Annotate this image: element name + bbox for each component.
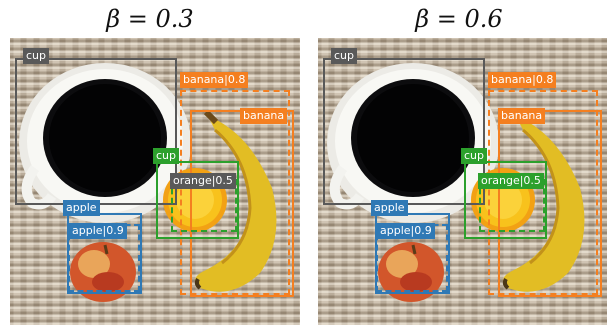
detection-panel-right: cup banana|0.8 banana cup orange|0.5 app… — [318, 38, 607, 325]
banana-bounding-box — [498, 110, 602, 297]
cup-mid-bounding-box — [156, 161, 239, 239]
cup-mid-label: cup — [461, 148, 488, 164]
orange-score-label: orange|0.5 — [478, 173, 544, 189]
detection-panel-left: cup banana|0.8 banana cup orange|0.5 app… — [10, 38, 300, 325]
photo-scene — [318, 38, 607, 325]
apple-score-label: apple|0.9 — [377, 223, 435, 239]
apple-label: apple — [371, 200, 408, 216]
cup-mid-label: cup — [153, 148, 180, 164]
banana-dashed-box — [180, 90, 290, 295]
cup-label: cup — [331, 48, 358, 64]
apple-illustration — [70, 242, 136, 302]
cup-mid-bounding-box — [464, 161, 547, 239]
banana-illustration — [194, 109, 277, 292]
banana-label: banana — [240, 108, 288, 124]
panel-title-right: β = 0.6 — [415, 5, 503, 33]
apple-label: apple — [63, 200, 100, 216]
coffee-cup-illustration — [327, 63, 499, 223]
cup-bounding-box — [323, 58, 485, 205]
apple-score-label: apple|0.9 — [69, 223, 127, 239]
cup-bounding-box — [15, 58, 177, 205]
scene-objects — [327, 63, 585, 302]
apple-illustration — [378, 242, 444, 302]
cup-label: cup — [23, 48, 50, 64]
banana-score-label: banana|0.8 — [488, 72, 557, 88]
photo-scene — [10, 38, 300, 325]
scene-objects — [19, 63, 277, 302]
coffee-cup-illustration — [19, 63, 191, 223]
orange-score-label: orange|0.5 — [170, 173, 236, 189]
banana-dashed-box — [488, 90, 598, 295]
banana-label: banana — [498, 108, 546, 124]
panel-title-left: β = 0.3 — [106, 5, 194, 33]
banana-score-label: banana|0.8 — [180, 72, 249, 88]
